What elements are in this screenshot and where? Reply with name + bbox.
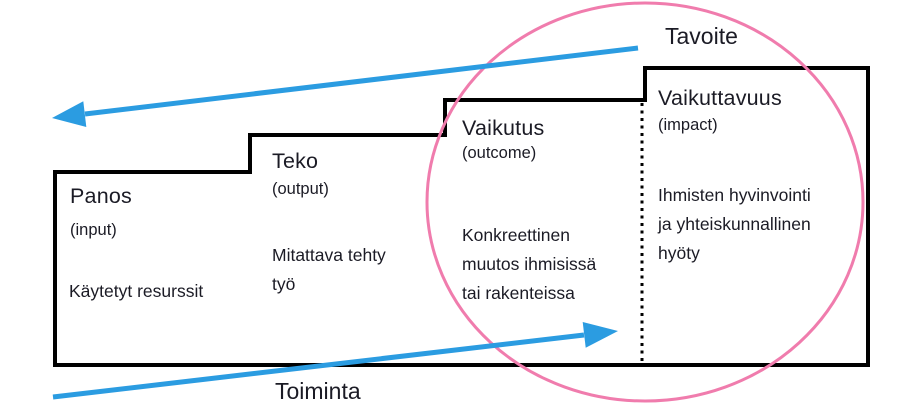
step-vaikuttavuus-subtitle: (impact): [658, 116, 718, 134]
step-vaikutus-subtitle: (outcome): [462, 144, 537, 162]
step-teko-title: Teko: [272, 149, 319, 173]
goal-label: Tavoite: [665, 23, 738, 49]
step-vaikuttavuus-title: Vaikuttavuus: [658, 86, 782, 110]
step-panos-description: Käytetyt resurssit: [69, 281, 204, 301]
step-teko-description: Mitattava tehty työ: [272, 245, 386, 294]
focus-circle: [425, 1, 865, 403]
activity-arrow-right-icon: [52, 322, 618, 400]
step-panos-title: Panos: [70, 184, 132, 208]
step-vaikuttavuus-description: Ihmisten hyvinvointi ja yhteiskunnalline…: [658, 185, 811, 263]
step-vaikutus-description: Konkreettinen muutos ihmisissä tai raken…: [462, 225, 597, 303]
step-vaikutus-title: Vaikutus: [462, 116, 545, 140]
goal-arrow-left-icon: [52, 45, 639, 127]
activity-label: Toiminta: [275, 378, 361, 404]
step-panos-subtitle: (input): [70, 221, 117, 239]
step-teko-subtitle: (output): [272, 180, 329, 198]
staircase-outline: [53, 66, 870, 367]
